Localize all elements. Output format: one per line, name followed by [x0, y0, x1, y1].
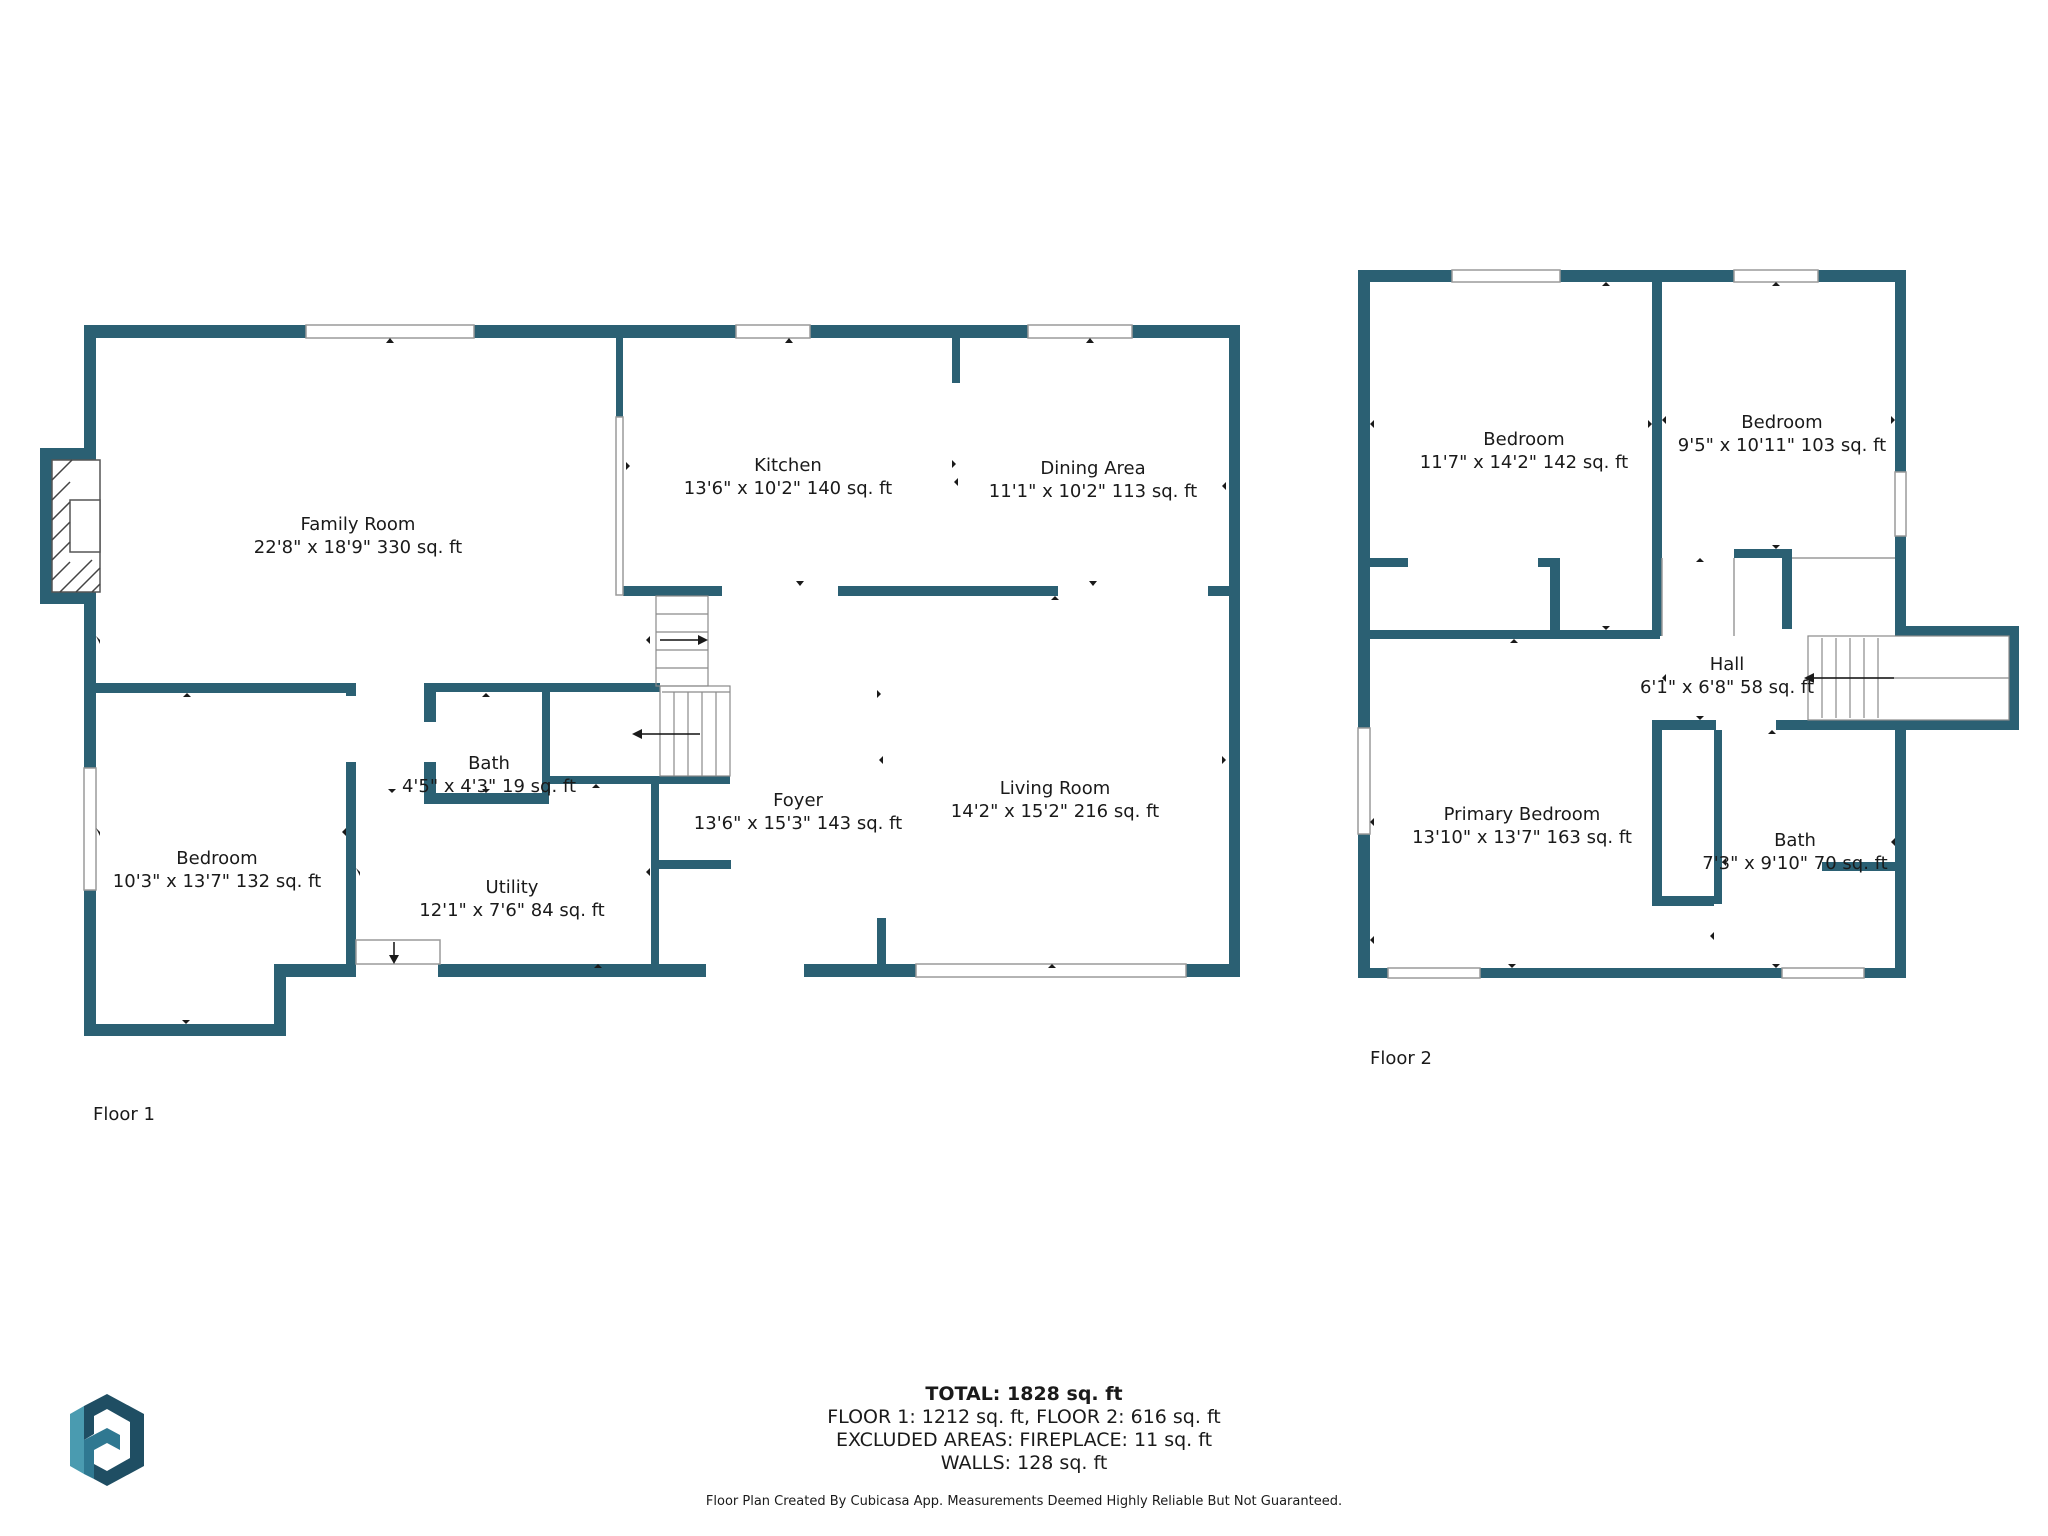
- floor-2-windows: [1357, 269, 1907, 979]
- utility-closet: [355, 939, 441, 965]
- room-name: Hall: [1710, 654, 1745, 675]
- floor-1-label: Floor 1: [93, 1104, 155, 1125]
- room-size: 10'3" x 13'7" 132 sq. ft: [113, 871, 321, 892]
- room-size: 11'1" x 10'2" 113 sq. ft: [989, 481, 1197, 502]
- room-name: Living Room: [1000, 778, 1111, 799]
- floor-2-walls: [1358, 270, 2019, 978]
- room-name: Family Room: [301, 514, 416, 535]
- room-size: 9'5" x 10'11" 103 sq. ft: [1678, 435, 1886, 456]
- room-size: 22'8" x 18'9" 330 sq. ft: [254, 537, 462, 558]
- room-size: 14'2" x 15'2" 216 sq. ft: [951, 801, 1159, 822]
- room-name: Bedroom: [1483, 429, 1564, 450]
- room-name: Bath: [468, 753, 510, 774]
- room-size: 7'3" x 9'10" 70 sq. ft: [1702, 853, 1887, 874]
- room-size: 13'10" x 13'7" 163 sq. ft: [1412, 827, 1632, 848]
- room-name: Bath: [1774, 830, 1816, 851]
- room-name: Primary Bedroom: [1444, 804, 1601, 825]
- area-summary: TOTAL: 1828 sq. ft FLOOR 1: 1212 sq. ft,…: [0, 1383, 2048, 1475]
- floor-1-stairs: [632, 595, 731, 777]
- floor-1-windows: [83, 324, 1208, 978]
- summary-walls: WALLS: 128 sq. ft: [940, 1452, 1108, 1474]
- room-name: Dining Area: [1040, 458, 1145, 479]
- room-name: Foyer: [773, 790, 823, 811]
- room-name: Bedroom: [1741, 412, 1822, 433]
- floor-1-markers: [96, 338, 1226, 1024]
- room-name: Bedroom: [176, 848, 257, 869]
- room-size: 4'5" x 4'3" 19 sq. ft: [402, 776, 576, 797]
- summary-total: TOTAL: 1828 sq. ft: [925, 1383, 1123, 1405]
- room-labels: Family Room 22'8" x 18'9" 330 sq. ft Kit…: [113, 412, 1888, 921]
- fireplace: [51, 459, 101, 593]
- room-size: 13'6" x 10'2" 140 sq. ft: [684, 478, 892, 499]
- room-size: 12'1" x 7'6" 84 sq. ft: [419, 900, 604, 921]
- floor-1-plan: [40, 324, 1240, 1036]
- floor-2-markers: [1370, 282, 1895, 968]
- cubicasa-logo-icon: [70, 1394, 144, 1486]
- disclaimer: Floor Plan Created By Cubicasa App. Meas…: [705, 1494, 1343, 1509]
- room-size: 6'1" x 6'8" 58 sq. ft: [1640, 677, 1814, 698]
- summary-floors: FLOOR 1: 1212 sq. ft, FLOOR 2: 616 sq. f…: [827, 1406, 1221, 1428]
- room-name: Kitchen: [754, 455, 822, 476]
- room-name: Utility: [486, 877, 539, 898]
- floor-2-stairs: [1661, 557, 2010, 721]
- floor-1-walls: [40, 325, 1240, 1036]
- room-size: 11'7" x 14'2" 142 sq. ft: [1420, 452, 1628, 473]
- summary-excluded: EXCLUDED AREAS: FIREPLACE: 11 sq. ft: [835, 1429, 1213, 1451]
- floor-2-plan: [1357, 269, 2019, 979]
- room-size: 13'6" x 15'3" 143 sq. ft: [694, 813, 902, 834]
- floor-2-label: Floor 2: [1370, 1048, 1432, 1069]
